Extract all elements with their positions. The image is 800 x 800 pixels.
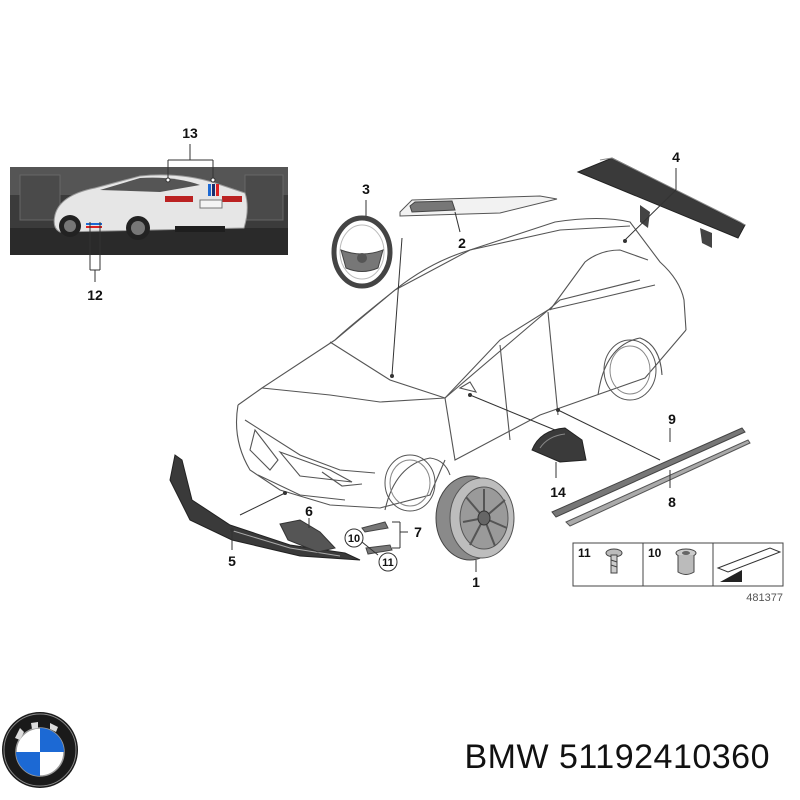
steering-wheel-part bbox=[331, 215, 393, 289]
callout-12: 12 bbox=[87, 287, 103, 303]
rear-wing-part bbox=[576, 157, 746, 248]
diagram-id: 481377 bbox=[746, 592, 783, 604]
callout-7: 7 bbox=[414, 524, 422, 540]
callout-5: 5 bbox=[228, 553, 236, 569]
callout-6: 6 bbox=[305, 503, 313, 519]
callout-10-circle bbox=[344, 528, 364, 548]
wheel-part bbox=[435, 475, 515, 561]
callout-9: 9 bbox=[668, 411, 676, 427]
brand-name: BMW bbox=[464, 738, 550, 776]
callout-3: 3 bbox=[362, 181, 370, 197]
screw-icon bbox=[605, 548, 623, 574]
callout-2: 2 bbox=[458, 235, 466, 251]
part-number: 51192410360 bbox=[559, 738, 770, 776]
mirror-cap-part bbox=[531, 427, 587, 463]
callout-10: 10 bbox=[348, 533, 360, 545]
car-outline bbox=[235, 217, 687, 512]
fastener-legend: 11 10 bbox=[572, 542, 784, 587]
front-splitter-part bbox=[169, 454, 361, 561]
callout-1: 1 bbox=[472, 574, 480, 590]
clip-parts bbox=[361, 521, 393, 555]
callout-11: 11 bbox=[382, 557, 394, 569]
callout-11-circle bbox=[378, 552, 398, 572]
car-photo-inset bbox=[10, 167, 288, 255]
legend-num-11: 11 bbox=[578, 546, 591, 560]
callout-4: 4 bbox=[672, 149, 680, 165]
interior-trim-part bbox=[399, 195, 558, 217]
bmw-roundel-logo bbox=[2, 712, 78, 788]
arrow-icon bbox=[716, 547, 782, 582]
callout-13: 13 bbox=[182, 125, 198, 141]
part-label: BMW 51192410360 bbox=[464, 738, 770, 777]
callout-14: 14 bbox=[550, 484, 566, 500]
spacer-nut-icon bbox=[675, 548, 697, 575]
front-flap-part bbox=[279, 519, 336, 553]
callout-8: 8 bbox=[668, 494, 676, 510]
side-skirt-parts bbox=[551, 427, 751, 527]
legend-num-10: 10 bbox=[648, 546, 662, 560]
